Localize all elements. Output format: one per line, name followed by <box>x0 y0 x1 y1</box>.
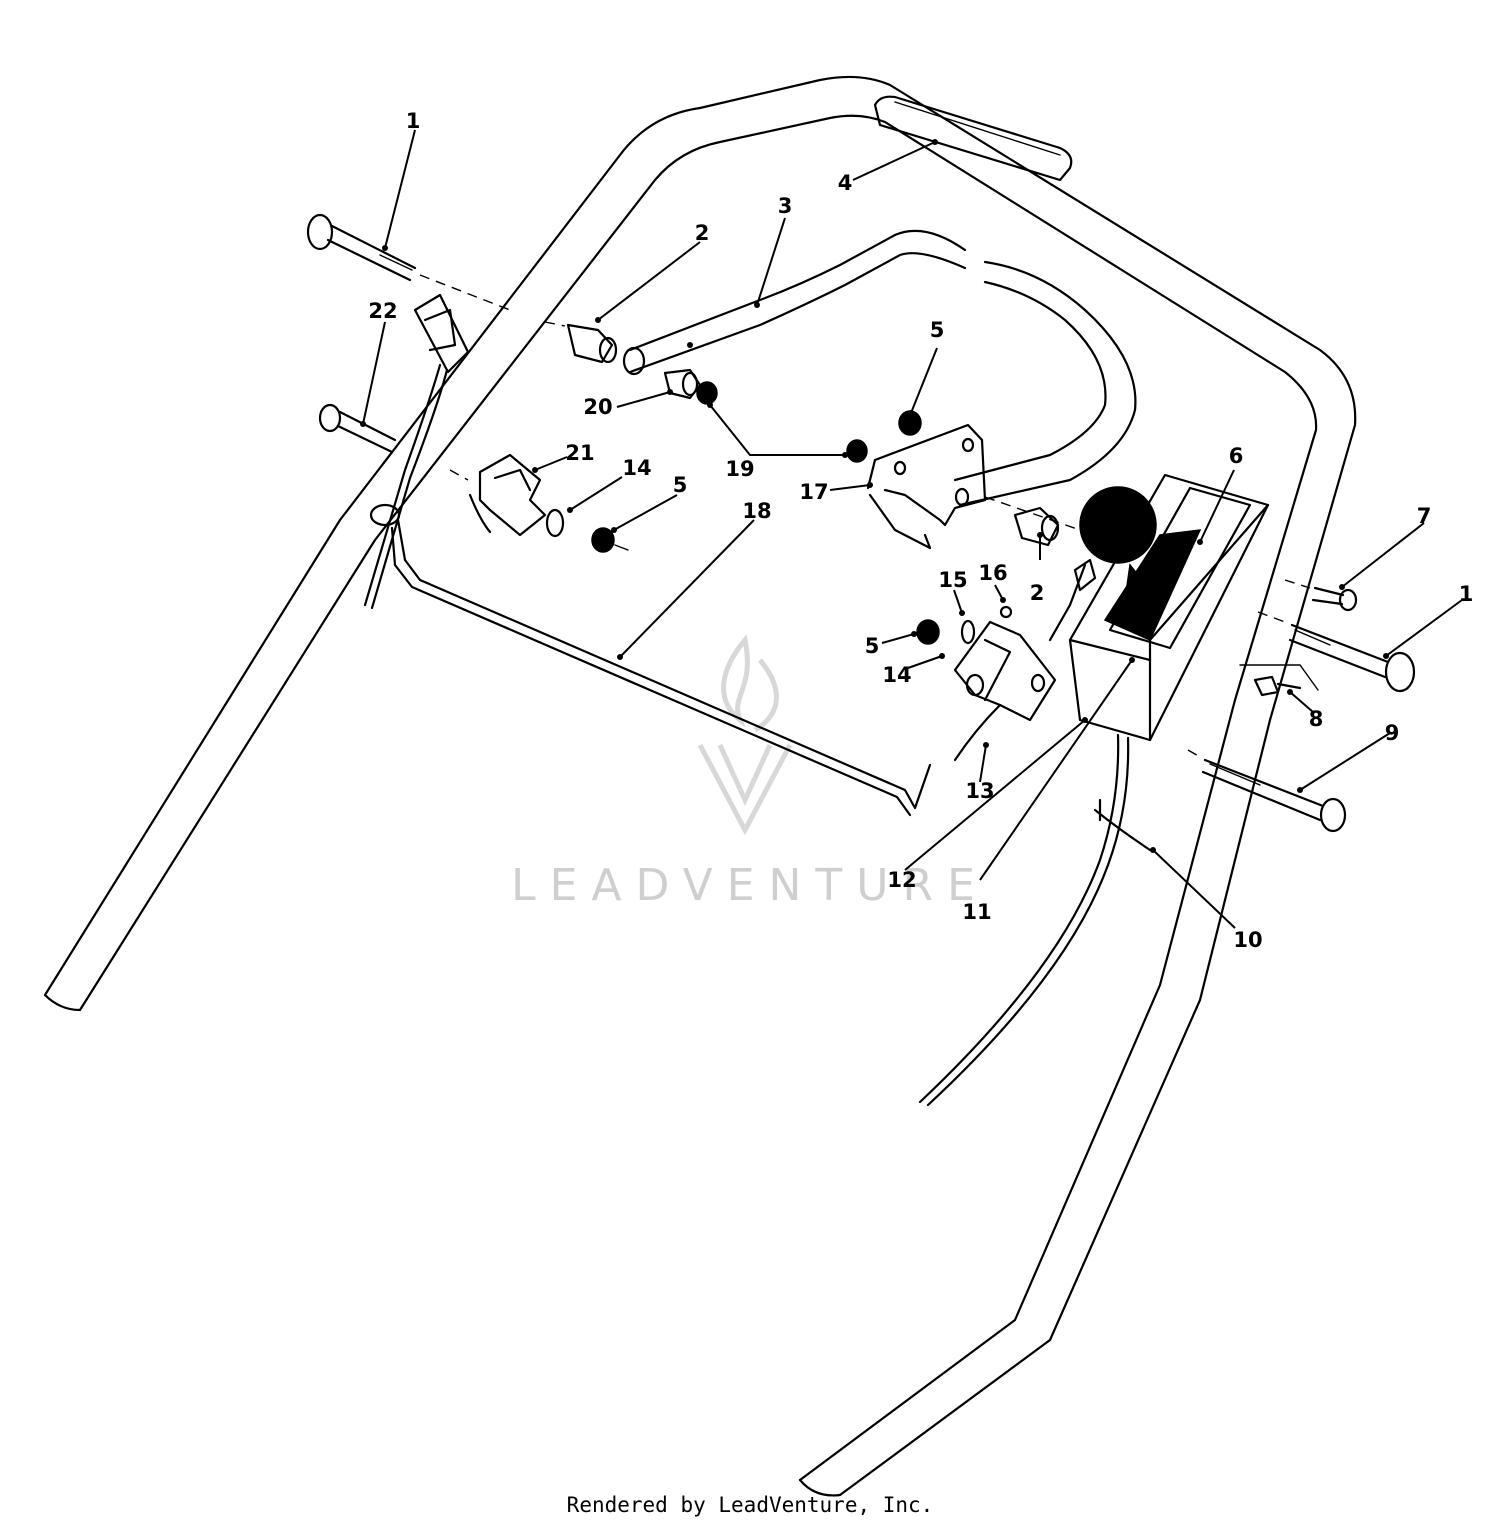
callout-8: 8 <box>1309 707 1324 731</box>
callout-14: 14 <box>882 663 911 687</box>
part-14-washer-left <box>545 508 565 538</box>
callout-11: 11 <box>962 900 991 924</box>
callout-5: 5 <box>673 473 688 497</box>
part-9-bolt <box>1187 749 1347 833</box>
leader-lines <box>360 129 1463 929</box>
callout-20: 20 <box>583 395 612 419</box>
part-6-control-box <box>1068 473 1270 742</box>
part-2-bushing-upper <box>544 321 618 364</box>
part-7-screw <box>1284 579 1358 612</box>
watermark: LEADVENTURE <box>511 634 989 911</box>
part-18-control-rod <box>369 503 932 817</box>
callout-2: 2 <box>1030 581 1045 605</box>
callout-7: 7 <box>1417 504 1432 528</box>
callout-21: 21 <box>565 441 594 465</box>
callout-22: 22 <box>368 299 397 323</box>
upper-handle-frame <box>43 75 1357 1497</box>
callout-15: 15 <box>938 568 967 592</box>
watermark-logo <box>697 634 793 836</box>
callout-18: 18 <box>742 499 771 523</box>
part-1-bolt-left <box>306 213 511 311</box>
callout-9: 9 <box>1385 721 1400 745</box>
part-5-nut-left <box>591 527 629 553</box>
part-8-bolt <box>1239 664 1319 697</box>
part-15-switch-bracket <box>953 619 1057 722</box>
part-16-screw <box>999 605 1013 619</box>
callout-6: 6 <box>1229 444 1244 468</box>
part-13-wire <box>953 558 1097 762</box>
callout-19: 19 <box>725 457 754 481</box>
part-19-nuts <box>696 381 868 463</box>
callout-1: 1 <box>406 109 421 133</box>
part-10-cable-tie <box>1093 798 1152 852</box>
callout-labels: 1 2 3 4 22 5 20 19 21 14 5 18 17 6 7 1 2… <box>368 109 1473 952</box>
part-3-bail <box>622 229 1137 507</box>
callout-5: 5 <box>865 634 880 658</box>
callout-10: 10 <box>1233 928 1262 952</box>
part-17-bracket <box>866 423 1081 550</box>
part-22-bolt-and-clip <box>318 293 470 610</box>
part-1-bolt-right <box>1257 611 1416 693</box>
watermark-text: LEADVENTURE <box>511 860 989 911</box>
callout-12: 12 <box>887 868 916 892</box>
callout-5: 5 <box>930 318 945 342</box>
part-2-bushing-lower <box>1013 506 1060 547</box>
part-21-clip <box>449 453 547 537</box>
callout-1: 1 <box>1459 582 1474 606</box>
callout-3: 3 <box>778 194 793 218</box>
part-4-grip <box>873 95 1073 182</box>
callout-17: 17 <box>799 480 828 504</box>
callout-13: 13 <box>965 779 994 803</box>
callout-4: 4 <box>838 171 853 195</box>
callout-16: 16 <box>978 561 1007 585</box>
part-5-nut-right <box>916 619 940 645</box>
callout-14: 14 <box>622 456 651 480</box>
callout-2: 2 <box>695 221 710 245</box>
footer-credit: Rendered by LeadVenture, Inc. <box>566 1493 934 1517</box>
part-12-cable <box>918 733 1130 1107</box>
